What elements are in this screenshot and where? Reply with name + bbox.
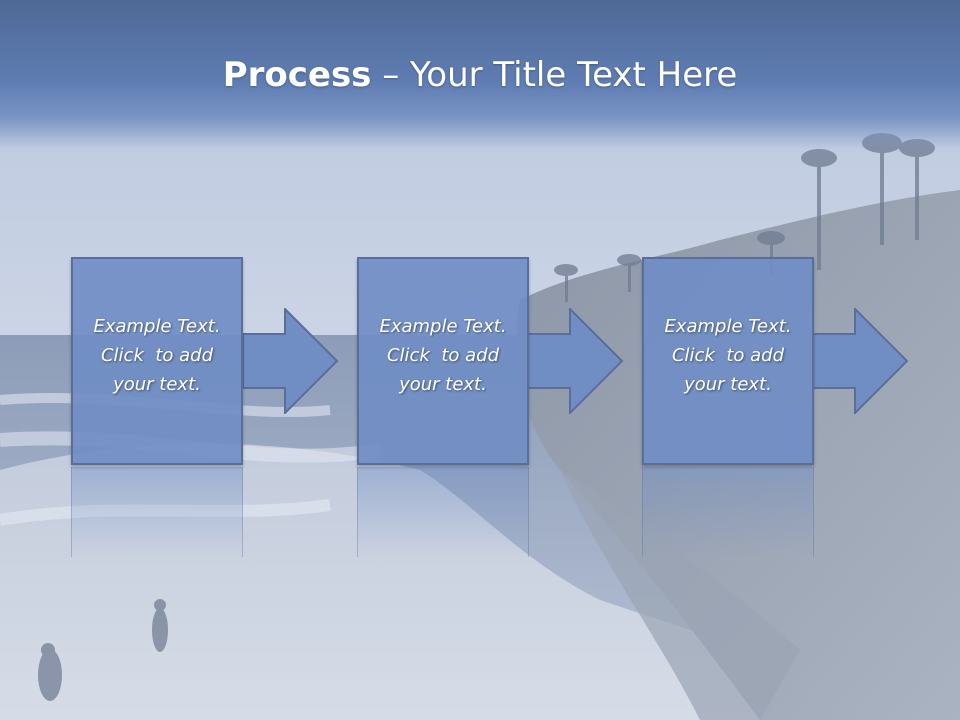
- step-2-box[interactable]: Example Text. Click to add your text.: [357, 257, 529, 465]
- step-3-box[interactable]: Example Text. Click to add your text.: [642, 257, 814, 465]
- step-3-arrow: [813, 308, 909, 414]
- slide-title[interactable]: Process – Your Title Text Here: [0, 52, 960, 98]
- step-2-line-1: Example Text.: [379, 316, 507, 337]
- step-3-reflection: [642, 467, 814, 557]
- title-bar: [0, 0, 960, 150]
- step-1-box[interactable]: Example Text. Click to add your text.: [71, 257, 243, 465]
- step-3-line-3: your text.: [684, 374, 772, 395]
- step-3-text[interactable]: Example Text. Click to add your text.: [644, 312, 812, 399]
- step-2-arrow: [528, 308, 624, 414]
- step-2-line-2: Click to add: [386, 345, 499, 366]
- step-1-line-1: Example Text.: [93, 316, 221, 337]
- title-bold: Process: [222, 55, 372, 95]
- step-1-arrow: [243, 308, 339, 414]
- step-1-text[interactable]: Example Text. Click to add your text.: [73, 312, 241, 399]
- step-3-line-1: Example Text.: [664, 316, 792, 337]
- title-rest: – Your Title Text Here: [371, 55, 738, 95]
- step-1-line-3: your text.: [113, 374, 201, 395]
- step-2-text[interactable]: Example Text. Click to add your text.: [359, 312, 527, 399]
- step-2-line-3: your text.: [399, 374, 487, 395]
- step-1-reflection: [71, 467, 243, 557]
- step-1-line-2: Click to add: [100, 345, 213, 366]
- step-3-line-2: Click to add: [671, 345, 784, 366]
- step-2-reflection: [357, 467, 529, 557]
